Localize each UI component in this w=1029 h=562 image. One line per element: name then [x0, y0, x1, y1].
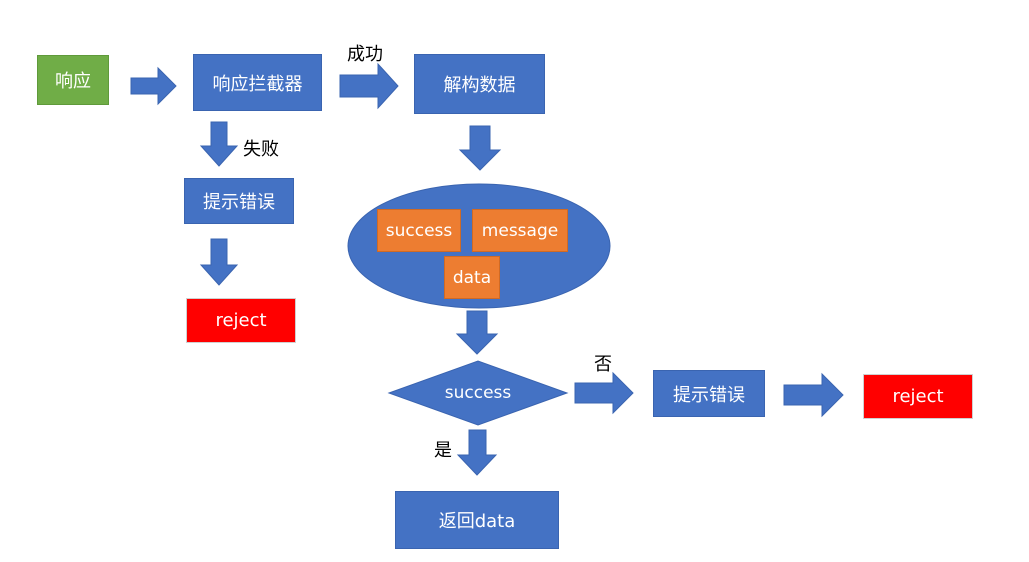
return-data-node: 返回data	[395, 491, 559, 549]
interceptor-node: 响应拦截器	[193, 54, 322, 111]
edge-label-success: 成功	[347, 44, 383, 65]
arrow-interceptor-to-parse	[339, 62, 399, 110]
field-message: message	[472, 209, 568, 252]
reject-left-node: reject	[186, 298, 296, 343]
arrow-error-to-reject-right	[783, 372, 844, 418]
arrow-decision-yes	[456, 429, 498, 476]
parse-data-node: 解构数据	[414, 54, 545, 114]
field-success: success	[377, 209, 461, 252]
decision-label: success	[444, 383, 512, 403]
show-error-right-node: 提示错误	[653, 370, 765, 417]
edge-label-failure: 失败	[243, 139, 279, 160]
arrow-response-to-interceptor	[130, 66, 177, 106]
arrow-parse-to-fields	[458, 125, 502, 171]
edge-label-no: 否	[594, 354, 612, 375]
arrow-fields-to-decision	[455, 310, 499, 355]
reject-right-node: reject	[863, 374, 973, 419]
response-node: 响应	[37, 55, 109, 105]
field-data: data	[444, 256, 500, 299]
arrow-error-to-reject	[199, 238, 239, 286]
decision-diamond	[387, 360, 569, 426]
arrow-interceptor-to-error	[199, 121, 239, 167]
show-error-left-node: 提示错误	[184, 178, 294, 224]
arrow-decision-no	[574, 371, 634, 415]
edge-label-yes: 是	[434, 440, 452, 461]
